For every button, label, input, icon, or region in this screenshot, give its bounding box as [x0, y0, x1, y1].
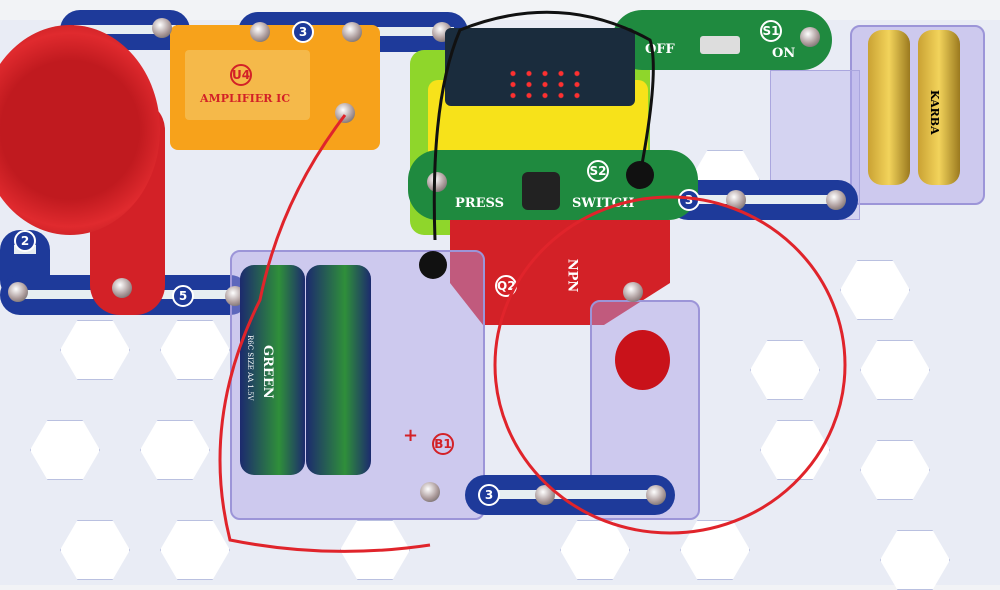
press-label: PRESS: [455, 196, 504, 211]
s2-label: S2: [587, 160, 609, 182]
wire-2-label: 2: [14, 230, 36, 252]
on-label: ON: [772, 46, 796, 61]
amplifier-id: U4: [230, 64, 252, 86]
plus-sign: +: [403, 425, 419, 446]
red-button[interactable]: [615, 330, 670, 390]
amplifier-label: AMPLIFIER IC: [200, 92, 291, 105]
wire-5-label: 5: [172, 285, 194, 307]
press-button[interactable]: [522, 172, 560, 210]
wire-3-bottom-label: 3: [478, 484, 500, 506]
black-jumper: [432, 10, 655, 241]
battery-green: [306, 265, 371, 475]
s1-label: S1: [760, 20, 782, 42]
battery: KARBA: [918, 30, 960, 185]
microbit[interactable]: [445, 28, 635, 106]
slide-toggle[interactable]: [700, 36, 740, 54]
red-jumper-loop: [493, 195, 847, 535]
wire-3-bottom[interactable]: [465, 475, 675, 515]
red-jumper: [218, 114, 431, 553]
speaker[interactable]: [0, 25, 160, 235]
switch-label: SWITCH: [572, 196, 635, 211]
battery: [868, 30, 910, 185]
b1-label: B1: [432, 433, 454, 455]
wire-3-label: 3: [292, 21, 314, 43]
